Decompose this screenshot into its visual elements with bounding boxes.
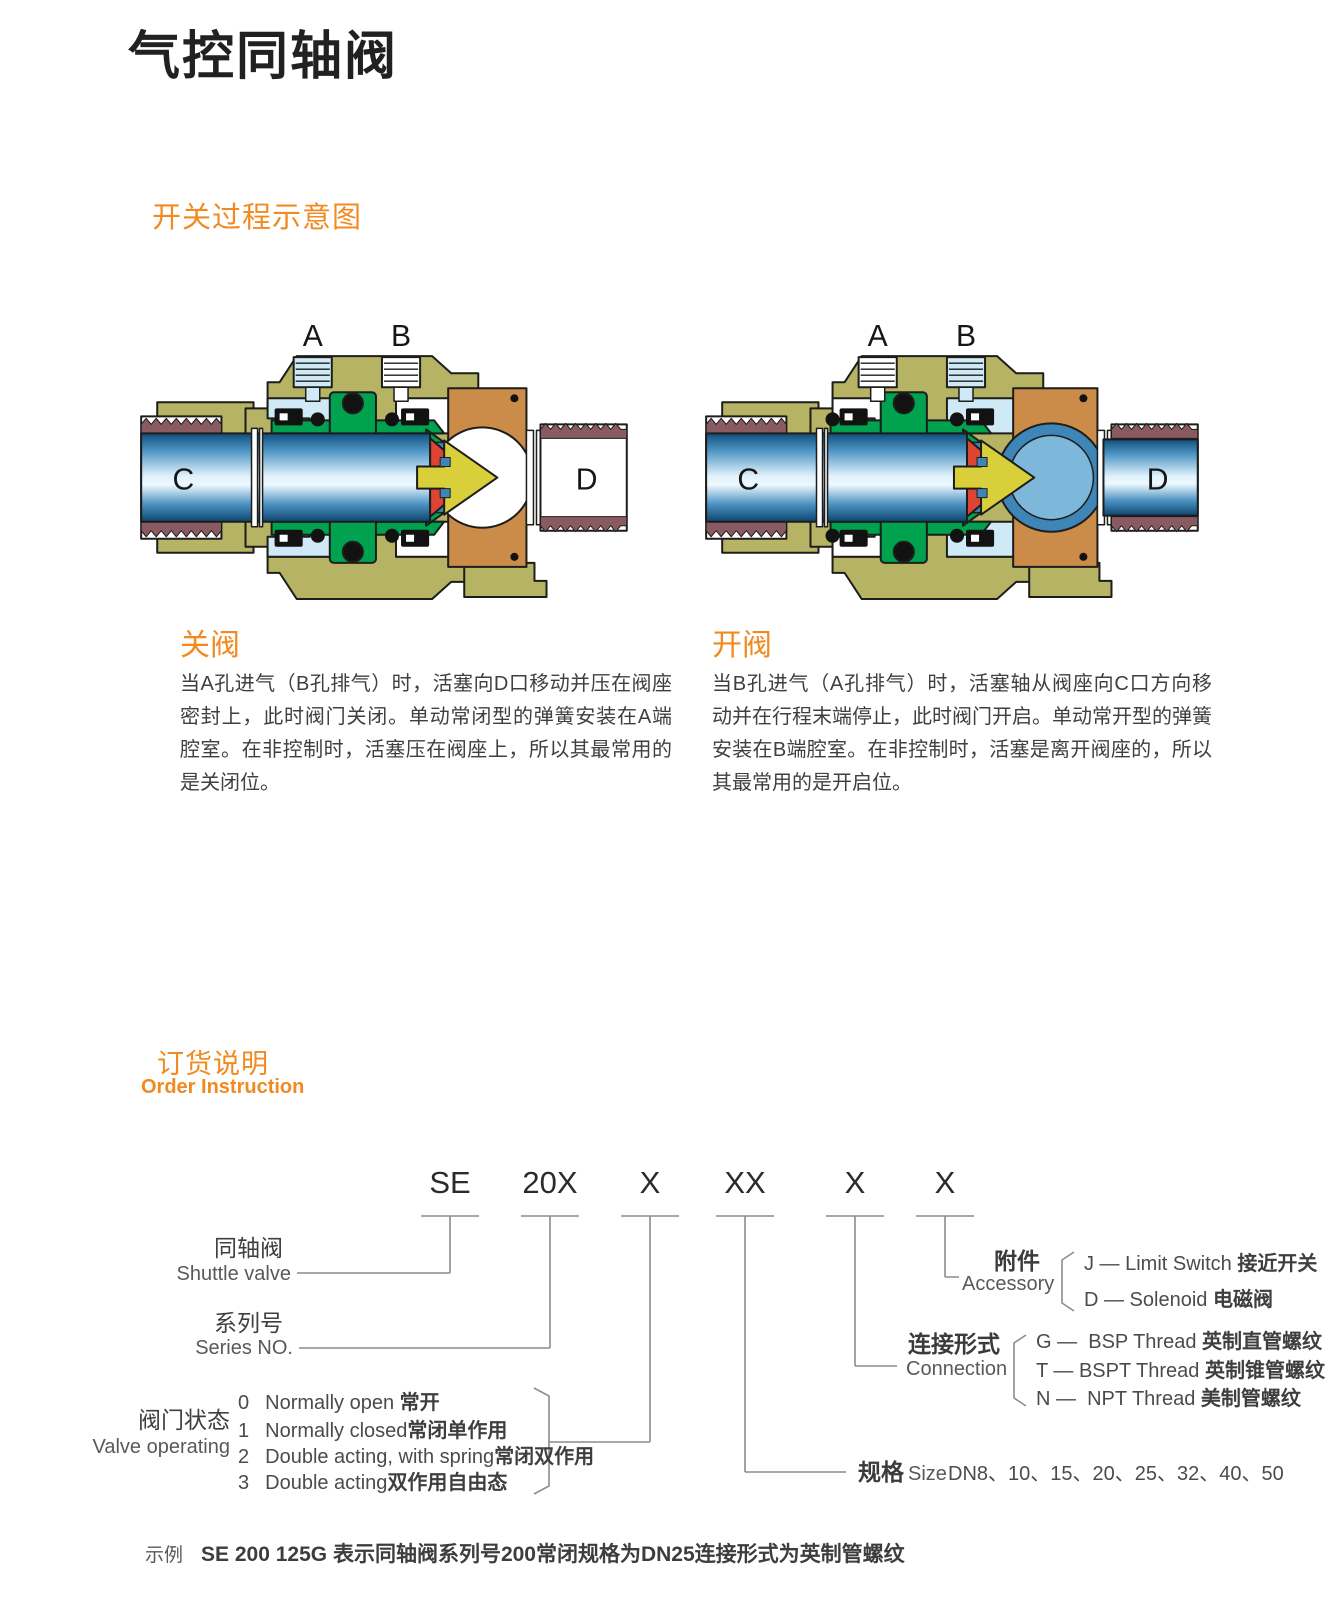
- shaft-seals: [274, 408, 430, 547]
- open-valve-description: 当B孔进气（A孔排气）时，活塞轴从阀座向C口方向移动并在行程末端停止，此时阀门开…: [712, 673, 1212, 794]
- accessory-label-en: Accessory: [962, 1273, 1054, 1295]
- example-text: SE 200 125G 表示同轴阀系列号200常闭规格为DN25连接形式为英制管…: [201, 1543, 905, 1566]
- union-ring: [525, 429, 535, 526]
- connection-option-n: N — NPT Thread 美制管螺纹: [1036, 1386, 1302, 1410]
- connection-label-zh: 连接形式: [908, 1331, 1000, 1357]
- code-size: XX: [724, 1165, 766, 1200]
- shaft: [705, 432, 969, 523]
- shaft-seals: [825, 408, 995, 547]
- thread-d-top: [539, 422, 628, 439]
- port-d-label: D: [576, 464, 598, 497]
- o-ring-bottom: [892, 540, 915, 563]
- operating-bracket: [533, 1387, 550, 1495]
- accessory-option-j: J — Limit Switch 接近开关: [1084, 1251, 1317, 1275]
- accessory-option-d: D — Solenoid 电磁阀: [1084, 1287, 1273, 1311]
- port-d-nipple: [539, 423, 628, 532]
- connection-label-en: Connection: [906, 1358, 1007, 1380]
- pilot-port-b: [945, 356, 987, 403]
- ordering-code-diagram: SE 20X X XX X X 同轴阀 Shuttle valve 系列号 Se…: [93, 1165, 1326, 1495]
- accessory-bracket: [1061, 1251, 1075, 1312]
- port-c-label: C: [172, 464, 194, 497]
- closed-valve-caption: 关阀: [180, 629, 240, 662]
- thread-d-bottom: [1110, 516, 1199, 533]
- thread-d-bottom: [539, 516, 628, 533]
- order-section-heading-zh: 订货说明: [157, 1049, 269, 1079]
- open-valve-caption: 开阀: [712, 629, 772, 662]
- page-title: 气控同轴阀: [128, 28, 399, 86]
- code-operating: X: [640, 1165, 661, 1200]
- size-values: DN8、10、15、20、25、32、40、50: [948, 1463, 1284, 1485]
- o-ring-top: [892, 392, 915, 415]
- shuttle-valve-label-zh: 同轴阀: [214, 1235, 283, 1261]
- pilot-port-a: [292, 356, 333, 403]
- port-c-label: C: [737, 464, 759, 497]
- leader-lines: [297, 1215, 1075, 1495]
- valve-closed-diagram: A B C D: [133, 312, 650, 613]
- code-accessory: X: [935, 1165, 956, 1200]
- shaft: [140, 432, 432, 523]
- process-section-heading: 开关过程示意图: [152, 202, 363, 234]
- code-prefix: SE: [429, 1165, 470, 1200]
- thread-c-bottom: [705, 521, 787, 538]
- port-a-label: A: [868, 320, 889, 353]
- port-b-label: B: [956, 320, 976, 353]
- thread-c-top: [140, 417, 222, 434]
- accessory-label-zh: 附件: [994, 1248, 1040, 1274]
- thread-c-top: [705, 417, 787, 434]
- thread-c-bottom: [140, 521, 222, 538]
- thread-d-top: [1110, 422, 1199, 439]
- valve-open-drawing: A B C D: [705, 320, 1199, 600]
- port-d-label: D: [1147, 464, 1169, 497]
- pilot-port-b: [380, 356, 422, 403]
- size-label-en: Size: [908, 1463, 947, 1485]
- o-ring-top: [341, 392, 364, 415]
- code-connection: X: [845, 1165, 866, 1200]
- outlet-pipe: [1102, 438, 1199, 517]
- valve-operating-label-en: Valve operating: [93, 1436, 231, 1458]
- size-label-zh: 规格: [858, 1459, 905, 1485]
- port-b-label: B: [391, 320, 411, 353]
- valve-open-diagram: A B C D: [698, 312, 1235, 613]
- port-a-label: A: [303, 320, 324, 353]
- code-series: 20X: [522, 1165, 577, 1200]
- o-ring-bottom: [341, 540, 364, 563]
- connection-option-g: G — BSP Thread 英制直管螺纹: [1036, 1329, 1323, 1353]
- valve-operating-label-zh: 阀门状态: [138, 1407, 230, 1433]
- pilot-port-a: [857, 356, 898, 403]
- shuttle-valve-label-en: Shuttle valve: [176, 1263, 291, 1285]
- order-section-heading-en: Order Instruction: [141, 1076, 305, 1098]
- series-no-label-en: Series NO.: [195, 1337, 293, 1359]
- example-label: 示例: [145, 1545, 184, 1566]
- series-no-label-zh: 系列号: [214, 1310, 283, 1336]
- valve-closed-drawing: A B C D: [140, 320, 628, 600]
- body-tail: [463, 561, 548, 598]
- connection-option-t: T — BSPT Thread 英制锥管螺纹: [1036, 1358, 1326, 1382]
- closed-valve-description: 当A孔进气（B孔排气）时，活塞向D口移动并压在阀座密封上，此时阀门关闭。单动常闭…: [180, 673, 672, 794]
- body-tail: [1028, 561, 1113, 598]
- connection-bracket: [1013, 1334, 1027, 1407]
- order-example: 示例 SE 200 125G 表示同轴阀系列号200常闭规格为DN25连接形式为…: [145, 1538, 905, 1568]
